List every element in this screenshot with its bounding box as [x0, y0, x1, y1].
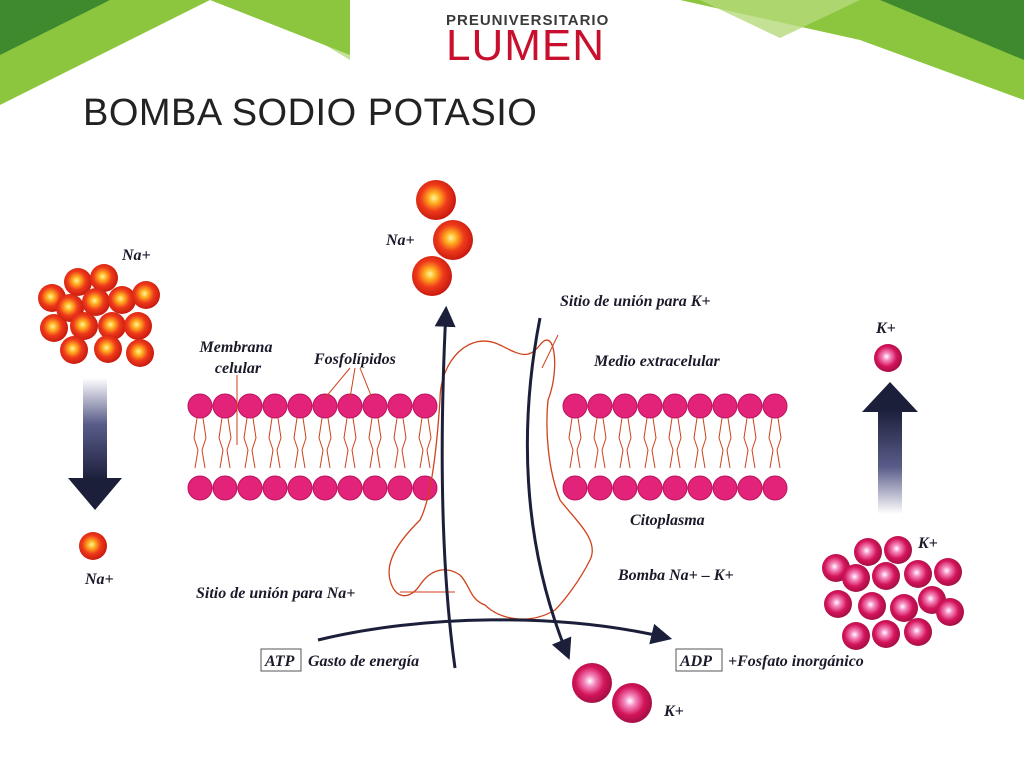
sodium-ion-single — [79, 532, 107, 560]
gradient-arrow-down — [68, 378, 122, 510]
phospholipid-bilayer-right — [562, 393, 788, 501]
label-fosfolipidos: Fosfolípidos — [313, 351, 396, 368]
phospholipid-bilayer-left — [187, 393, 438, 501]
sodium-transport-arrow — [434, 305, 457, 669]
slide-title: BOMBA SODIO POTASIO — [83, 92, 538, 134]
label-gasto-energia: Gasto de energía — [308, 653, 419, 670]
sitio-k-pointer — [541, 334, 559, 369]
atp-box — [260, 648, 302, 672]
label-membrana-celular: Membrana celular — [199, 339, 277, 377]
potassium-cluster-intracellular — [822, 536, 964, 650]
pump-protein — [388, 339, 593, 620]
label-medio-extracelular: Medio extracelular — [593, 353, 721, 370]
label-sitio-union-k: Sitio de unión para K+ — [560, 293, 711, 310]
sodium-cluster-extracellular — [38, 264, 160, 367]
label-k-right-bottom: K+ — [917, 535, 938, 552]
sodium-potassium-pump-diagram: Na+ Na+ Na+ — [38, 180, 964, 723]
label-fosfato-inorganico: +Fosfato inorgánico — [728, 653, 864, 670]
label-atp: ATP — [264, 653, 295, 670]
atp-adp-arrow — [317, 618, 673, 645]
logo-text: LUMEN — [446, 21, 606, 70]
header-decoration — [0, 0, 1024, 105]
label-na-top: Na+ — [385, 232, 415, 249]
label-bomba-na-k: Bomba Na+ – K+ — [617, 567, 734, 584]
label-sitio-union-na: Sitio de unión para Na+ — [196, 585, 355, 602]
sodium-ions-released — [412, 180, 473, 296]
label-na-left-top: Na+ — [121, 247, 151, 264]
label-k-bottom: K+ — [663, 703, 684, 720]
potassium-ion-single — [874, 344, 902, 372]
fosfolipidos-pointers — [324, 367, 373, 399]
label-adp: ADP — [679, 653, 712, 670]
adp-box — [675, 648, 723, 672]
label-citoplasma: Citoplasma — [630, 512, 705, 529]
label-k-right-top: K+ — [875, 320, 896, 337]
label-na-left-bottom: Na+ — [84, 571, 114, 588]
potassium-transport-arrow — [525, 317, 572, 660]
logo-subtitle: PREUNIVERSITARIO — [446, 12, 610, 29]
gradient-arrow-up — [862, 382, 918, 514]
potassium-ions-imported — [572, 663, 652, 723]
